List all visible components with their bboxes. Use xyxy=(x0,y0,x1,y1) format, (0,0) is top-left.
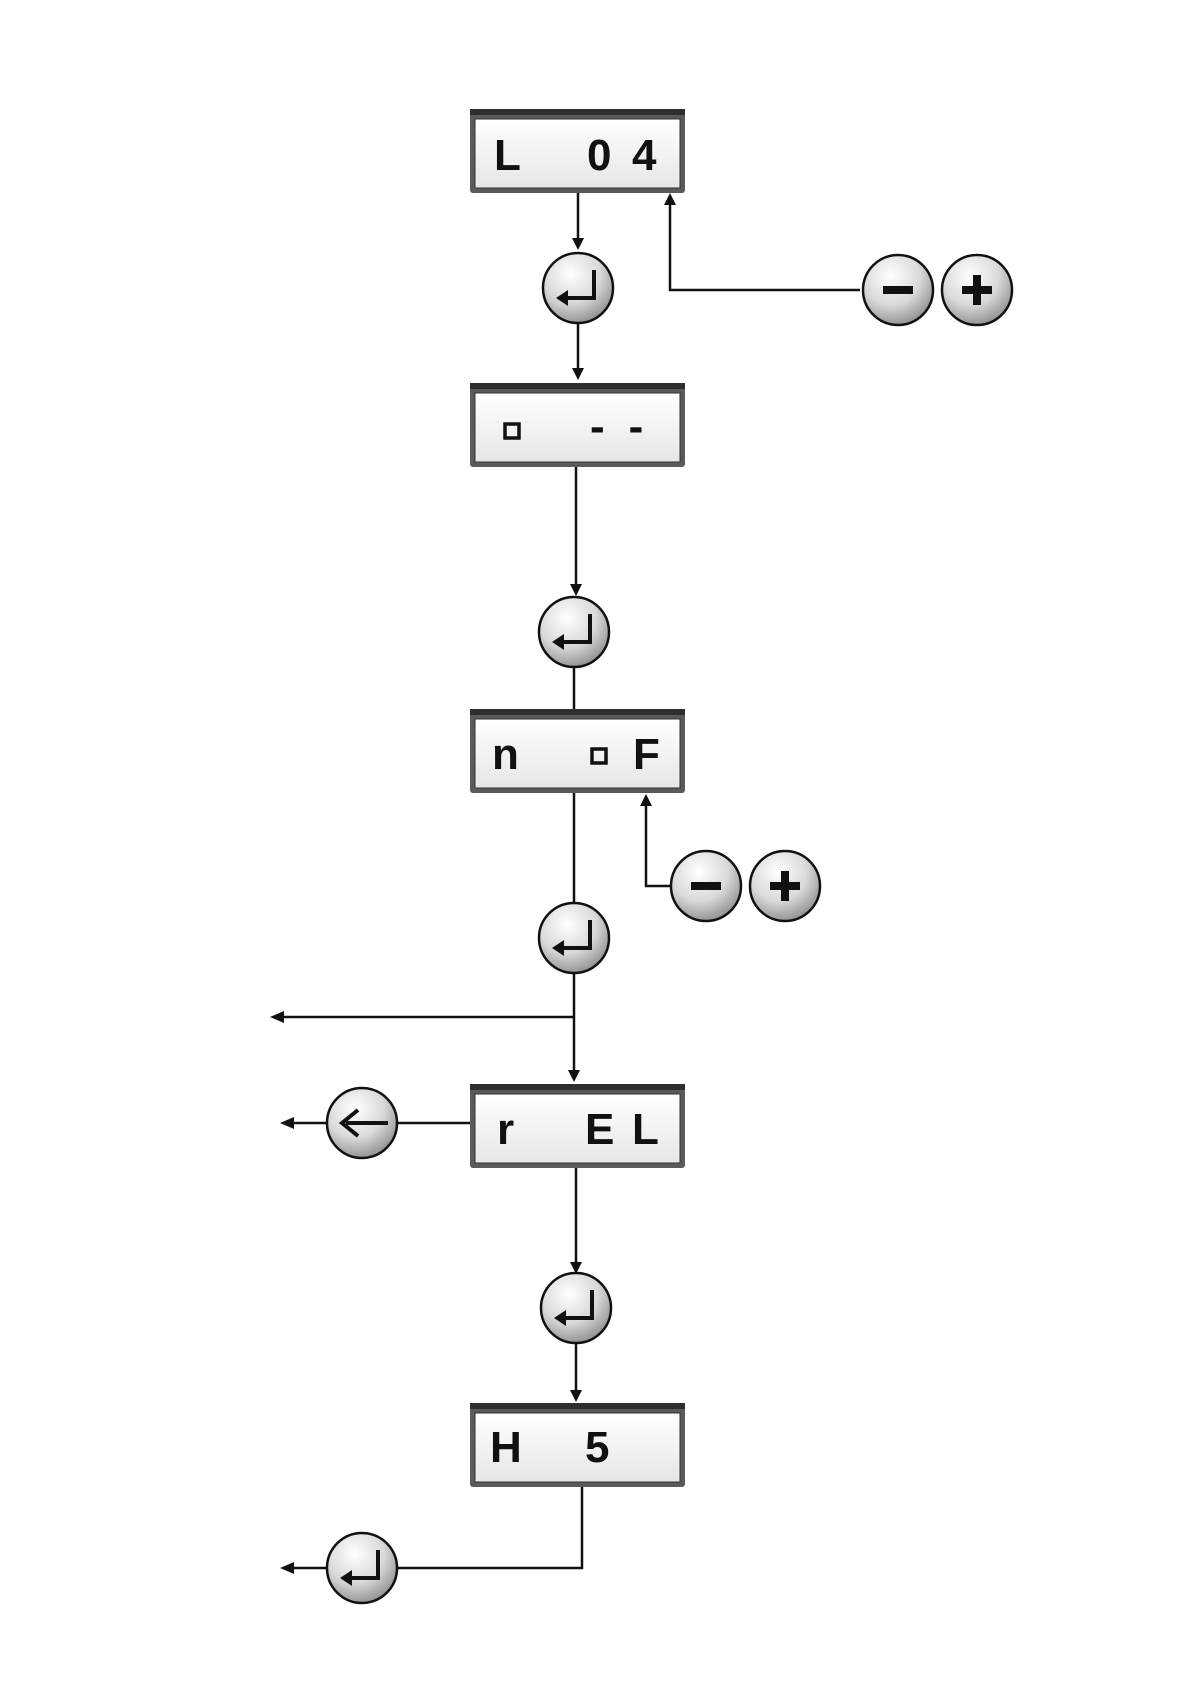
display-l04: L 0 4 xyxy=(470,109,685,193)
arrowhead xyxy=(270,1011,284,1023)
display-char: L xyxy=(632,1105,659,1154)
arrowhead xyxy=(570,584,582,596)
display-char: 4 xyxy=(632,131,657,180)
minus-icon xyxy=(691,882,721,890)
arrowhead xyxy=(570,1390,582,1402)
minus-button[interactable] xyxy=(671,851,741,921)
arrowhead xyxy=(280,1562,294,1574)
plus-button[interactable] xyxy=(750,851,820,921)
display-char: F xyxy=(633,730,660,779)
connector-line xyxy=(397,1487,582,1568)
enter-button[interactable] xyxy=(539,903,609,973)
display-h5: H 5 xyxy=(470,1403,685,1487)
minus-icon xyxy=(883,286,913,294)
display-char: r xyxy=(497,1105,514,1154)
arrowhead xyxy=(572,368,584,380)
arrowhead xyxy=(572,238,584,250)
display-char: -- xyxy=(590,402,667,451)
enter-button[interactable] xyxy=(327,1533,397,1603)
display-nof: n F xyxy=(470,709,685,793)
display-o-dash: -- xyxy=(470,383,685,467)
arrowhead xyxy=(568,1070,580,1082)
display-rel: r E L xyxy=(470,1084,685,1168)
display-char: E xyxy=(585,1105,614,1154)
plus-button[interactable] xyxy=(942,255,1012,325)
connector-line xyxy=(670,200,860,290)
display-char: H xyxy=(490,1423,522,1472)
back-button[interactable] xyxy=(327,1088,397,1158)
display-char: L xyxy=(494,131,521,180)
arrowhead xyxy=(664,193,676,205)
arrowhead xyxy=(280,1117,294,1129)
display-char: 0 xyxy=(587,131,611,180)
display-char: n xyxy=(492,730,519,779)
enter-button[interactable] xyxy=(539,597,609,667)
arrowhead xyxy=(640,794,652,806)
display-char: 5 xyxy=(585,1423,609,1472)
enter-button[interactable] xyxy=(541,1273,611,1343)
enter-button[interactable] xyxy=(543,253,613,323)
minus-button[interactable] xyxy=(863,255,933,325)
connector-line xyxy=(646,802,670,886)
